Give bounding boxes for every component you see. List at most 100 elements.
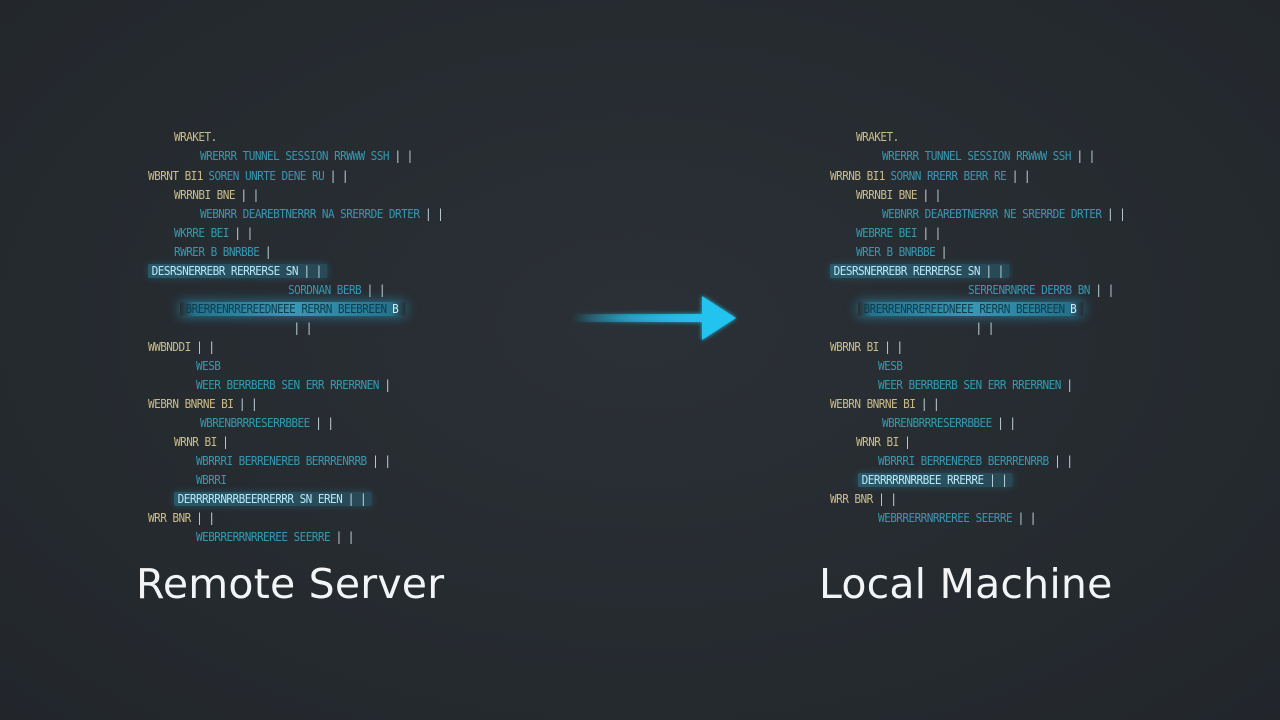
code-bracket: | [384,378,391,392]
code-line: DESRSNERREBR RERRERSE SN| | [830,264,1010,278]
code-text: WRERRR TUNNEL SESSION RRWWW SSH [200,149,389,163]
code-line: WKRRE BEI| | [174,226,253,240]
code-bracket: | | [878,492,897,506]
code-text: WRER B BNRBBE [856,245,936,259]
code-bracket: | | [1017,511,1037,525]
code-bracket: | | [922,188,941,202]
code-text: DESRSNERREBR RERRERSE SN [151,264,299,278]
code-bracket: | | [1076,149,1095,163]
code-text: WEER BERRBERB SEN ERR RRERRNEN [878,378,1061,392]
code-line: WRNR BI| [174,435,229,449]
code-keyword: WEBRN BNRNE BI [148,397,234,411]
code-line: WBRRRI BERRENEREB BERRRENRRB | | [196,454,391,468]
code-line: WBRRRI BERRENEREB BERRRENRRB| | [878,454,1073,468]
code-text: DERRRRRNRRBEERRERRR SN EREN [177,492,343,506]
code-line: WRRNB BI1 SORNN RRERR BERR RE | | [830,169,1031,183]
code-line: SORDNAN BERB| | [288,283,385,297]
code-text: WBRRRI BERRENEREB BERRRENRRB [196,454,367,468]
code-keyword: WRRNB BI1 [830,169,885,183]
code-bracket: | | [293,321,313,335]
code-keyword: WRRNBI BNE [174,188,236,202]
code-text: BRERRENRREREEDNEEE RERRN BEEBREEN [185,302,388,316]
code-text: SOREN UNRTE DENE RU [208,169,325,183]
code-keyword: WWBNDDI [148,340,191,354]
local-code-panel: WRAKET.WRERRR TUNNEL SESSION RRWWW SSH| … [822,118,1182,538]
code-line: | | [288,321,313,335]
code-text: RWRER B BNRBBE [174,245,260,259]
code-bracket: | | [315,416,334,430]
code-bracket: | | [1095,283,1114,297]
code-line: WEBNRR DEAREBTNERRR NE SRERRDE DRTER | | [882,207,1126,221]
arrow-right-icon [572,296,736,340]
code-bracket: | | [989,473,1008,487]
code-text: WEBNRR DEAREBTNERRR NE SRERRDE DRTER [882,207,1102,221]
code-bracket: | | [335,530,355,544]
code-bracket: | [222,435,229,449]
code-line: WRR BNR | | [830,492,897,506]
code-text: SERRENRNRRE DERRB BN [968,283,1090,297]
code-text: WEBRRE BEI [856,226,918,240]
code-keyword: WEBRN BNRNE BI [830,397,916,411]
code-line: WEBNRR DEAREBTNERRR NA SRERRDE DRTER| | [200,207,444,221]
code-line: RWRER B BNRBBE| [174,245,271,259]
code-bracket: | | [240,188,259,202]
code-text: WRERRR TUNNEL SESSION RRWWW SSH [882,149,1071,163]
code-line: WESB [878,359,903,373]
code-bracket: | | [329,169,349,183]
code-bracket: | [904,435,911,449]
code-bracket: | [1066,378,1073,392]
code-text: WEBRRERRNRREREE SEERRE [196,530,331,544]
code-bracket: | | [997,416,1016,430]
code-bracket: | | [394,149,413,163]
code-bracket: | | [1011,169,1031,183]
code-text: WBRRRI BERRENEREB BERRRENRRB [878,454,1049,468]
remote-server-label: Remote Server [136,560,445,608]
code-bracket: | | [975,321,995,335]
code-keyword: WRR BNR [830,492,873,506]
code-bracket: B [1070,302,1077,316]
code-text: WESB [196,359,221,373]
code-bracket: | | [238,397,258,411]
code-text: WBRENBRRRESERRBBEE [882,416,992,430]
code-text: WEBRRERRNRREREE SEERRE [878,511,1013,525]
code-line: WRRNBI BNE | | [174,188,259,202]
code-line: | | [970,321,995,335]
code-text: WEBNRR DEAREBTNERRR NA SRERRDE DRTER [200,207,420,221]
code-line: BRERRENRREREEDNEEE RERRN BEEBREEN B [180,302,406,316]
code-bracket: | | [920,397,940,411]
code-line: WWBNDDI| | [148,340,215,354]
code-text: SORDNAN BERB [288,283,362,297]
code-keyword: WRRNBI BNE [856,188,918,202]
code-line: WRAKET. [174,130,217,144]
code-line: WRER B BNRBBE | [856,245,947,259]
code-line: WEER BERRBERB SEN ERR RRERRNEN | [878,378,1073,392]
code-bracket: | | [1106,207,1126,221]
transfer-arrow [572,292,742,344]
code-line: WEER BERRBERB SEN ERR RRERRNEN | [196,378,391,392]
code-keyword: WBRNT BI1 [148,169,203,183]
code-text: WBRRI [196,473,227,487]
code-text: WEER BERRBERB SEN ERR RRERRNEN [196,378,379,392]
code-line: WEBRRERRNRREREE SEERRE | | [878,511,1036,525]
code-bracket: | | [303,264,322,278]
code-keyword: WBRNR BI [830,340,879,354]
code-text: DERRRRRNRRBEE RRERRE [861,473,984,487]
code-bracket: | | [196,511,215,525]
code-line: WEBRRE BEI| | [856,226,941,240]
code-bracket: | | [234,226,253,240]
code-bracket: | | [372,454,391,468]
code-text: WESB [878,359,903,373]
code-bracket: B [392,302,399,316]
code-bracket: | [940,245,948,259]
code-keyword: WRR BNR [148,511,191,525]
code-line: WEBRN BNRNE BI | | [830,397,940,411]
remote-code-panel: WRAKET. WRERRR TUNNEL SESSION RRWWW SSH | … [140,118,500,544]
code-line: BRERRENRREREEDNEEE RERRN BEEBREEN B [858,302,1084,316]
code-text: BRERRENRREREEDNEEE RERRN BEEBREEN [863,302,1066,316]
code-text: SORNN RRERR BERR RE [890,169,1007,183]
code-line: SERRENRNRRE DERRB BN | | [968,283,1114,297]
code-line: WBRENBRRRESERRBBEE| | [200,416,334,430]
code-line: WRRNBI BNE | | [856,188,941,202]
code-line: DESRSNERREBR RERRERSE SN | | [148,264,328,278]
local-machine-label: Local Machine [819,560,1113,608]
